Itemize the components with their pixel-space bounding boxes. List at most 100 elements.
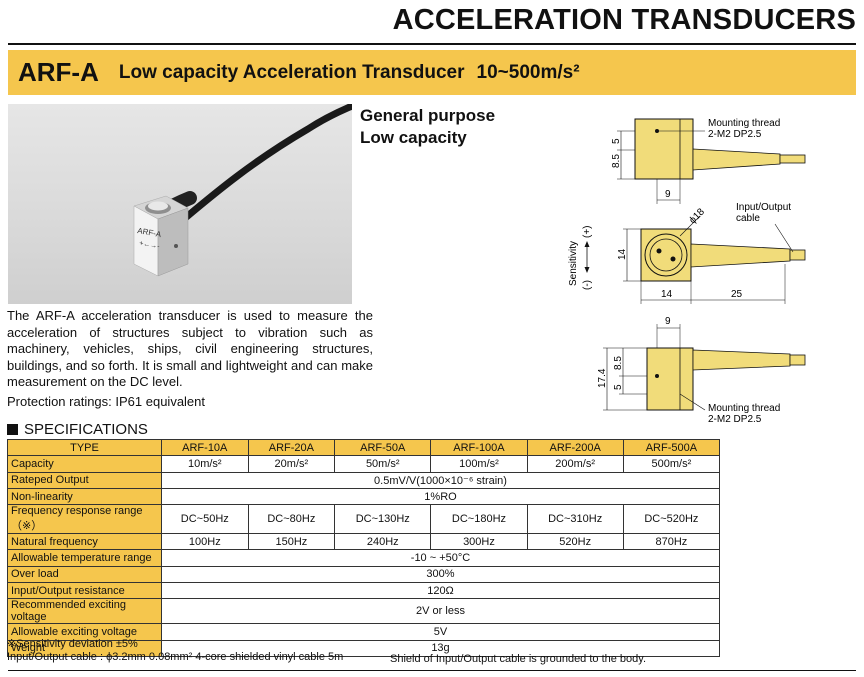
table-row: Natural frequency 100Hz 150Hz 240Hz 300H… [7,533,721,551]
table-row: Recommended exciting voltage 2V or less [7,598,720,625]
table-header-row: TYPE ARF-10A ARF-20A ARF-50A ARF-100A AR… [7,438,721,457]
cell-value: 20m/s² [247,455,336,473]
row-label: Capacity [7,455,162,473]
dim-8-5-bottom: 8.5 [613,356,624,370]
model-header: ARF-50A [334,438,432,457]
cell-value: 150Hz [247,533,336,551]
model-header: ARF-20A [247,438,336,457]
square-bullet-icon [7,424,18,435]
dimension-drawings: Mounting thread 2-M2 DP2.5 8.5 5 9 ϕ18 I… [555,104,860,434]
row-label: Input/Output resistance [7,582,162,600]
dim-9-bottom: 9 [665,316,671,327]
row-label: Frequency response range（※） [7,504,162,535]
model-header: ARF-200A [526,438,624,457]
row-label: Allowable exciting voltage [7,623,162,641]
cell-value: 300Hz [430,533,528,551]
dim-5-bottom: 5 [613,384,624,390]
cell-value: 120Ω [161,582,720,600]
cell-value: 240Hz [334,533,432,551]
row-label: Non-linearity [7,487,162,506]
cell-value: 200m/s² [526,455,624,473]
cell-value: 5V [161,623,720,641]
dim-14-horizontal: 14 [661,289,673,300]
table-row: Non-linearity 1%RO [7,487,720,506]
mounting-thread-top-spec: 2-M2 DP2.5 [708,129,762,140]
row-label: Allowable temperature range [7,549,162,567]
row-label: Over load [7,565,162,584]
cell-value: DC~130Hz [334,504,432,535]
cell-value: 1%RO [161,487,720,506]
dim-phi18: ϕ18 [687,206,707,226]
capacity-range: 10~500m/s² [476,61,580,83]
row-label: Natural frequency [7,533,162,551]
table-row: Capacity 10m/s² 20m/s² 50m/s² 100m/s² 20… [7,455,721,473]
cell-value: 0.5mV/V(1000×10⁻⁶ strain) [161,471,720,489]
cell-value: DC~310Hz [526,504,624,535]
cell-value: 100Hz [161,533,249,551]
table-row: Frequency response range（※） DC~50Hz DC~8… [7,504,721,535]
photo-label-model: ARF-A [137,226,163,239]
protection-rating: Protection ratings: IP61 equivalent [7,394,206,409]
product-banner: ARF-A Low capacity Acceleration Transduc… [8,50,856,95]
bottom-rule [8,670,856,671]
table-row: Input/Output resistance 120Ω [7,582,720,600]
table-row: Over load 300% [7,565,720,584]
cell-value: 520Hz [526,533,624,551]
page-title: ACCELERATION TRANSDUCERS [392,4,856,36]
shield-note: Shield of Input/Output cable is grounded… [390,653,647,665]
photo-label-arrow: +←→- [139,240,161,251]
cell-value: -10 ~ +50°C [161,549,720,567]
cell-value: DC~180Hz [430,504,528,535]
dimension-drawing-svg: Mounting thread 2-M2 DP2.5 8.5 5 9 ϕ18 I… [568,118,806,425]
feature-list: General purpose Low capacity [360,105,495,149]
feature-general-purpose: General purpose [360,106,496,125]
table-row: Weight 13g [7,639,720,657]
product-description: The ARF-A acceleration transducer is use… [7,308,373,390]
mounting-thread-bottom-label: Mounting thread [708,403,780,414]
specifications-heading: SPECIFICATIONS [7,421,148,438]
dim-14-vertical: 14 [617,248,628,260]
feature-low-capacity: Low capacity [360,128,467,147]
cell-value: DC~50Hz [161,504,249,535]
row-label: Weight [7,639,162,657]
cell-value: 10m/s² [161,455,249,473]
row-label: Rateped Output [7,471,162,489]
cell-value: 50m/s² [334,455,432,473]
product-subtitle: Low capacity Acceleration Transducer [118,61,465,83]
cell-value: 100m/s² [430,455,528,473]
model-header: ARF-100A [430,438,528,457]
transducer-illustration: ARF-A +←→- [133,104,352,277]
cable-note: Input/Output cable : ϕ3.2mm 0.08mm² 4-co… [7,651,344,663]
cell-value: 500m/s² [622,455,721,473]
type-header: TYPE [7,438,162,457]
cell-value: 300% [161,565,720,584]
title-rule [8,43,856,45]
mounting-thread-top-label: Mounting thread [708,118,780,129]
model-header: ARF-10A [161,438,249,457]
table-row: Allowable exciting voltage 5V [7,623,720,641]
sensitivity-plus: (+) [582,226,593,239]
mounting-thread-bottom-spec: 2-M2 DP2.5 [708,414,762,425]
cell-value: DC~520Hz [622,504,721,535]
sensitivity-deviation-note: ※Sensitivity deviation ±5% [7,638,138,650]
cell-value: DC~80Hz [247,504,336,535]
cell-value: 2V or less [161,598,720,625]
model-header: ARF-500A [622,438,721,457]
table-row: Allowable temperature range -10 ~ +50°C [7,549,720,567]
model-name: ARF-A [18,57,99,87]
specifications-table: TYPE ARF-10A ARF-20A ARF-50A ARF-100A AR… [7,438,721,657]
io-cable-label-b: cable [736,213,760,224]
product-photo: ARF-A +←→- [8,104,352,304]
dim-8-5-top: 8.5 [611,154,622,168]
cell-value: 13g [161,639,720,657]
table-row: Rateped Output 0.5mV/V(1000×10⁻⁶ strain) [7,471,720,489]
dim-5-top: 5 [611,138,622,144]
sensitivity-label: Sensitivity [568,241,579,286]
dim-25: 25 [731,289,743,300]
row-label: Recommended exciting voltage [7,598,162,625]
sensitivity-minus: (-) [582,280,593,290]
specifications-heading-text: SPECIFICATIONS [24,421,148,438]
cell-value: 870Hz [622,533,721,551]
io-cable-label: Input/Output [736,202,791,213]
dim-9-top: 9 [665,189,671,200]
